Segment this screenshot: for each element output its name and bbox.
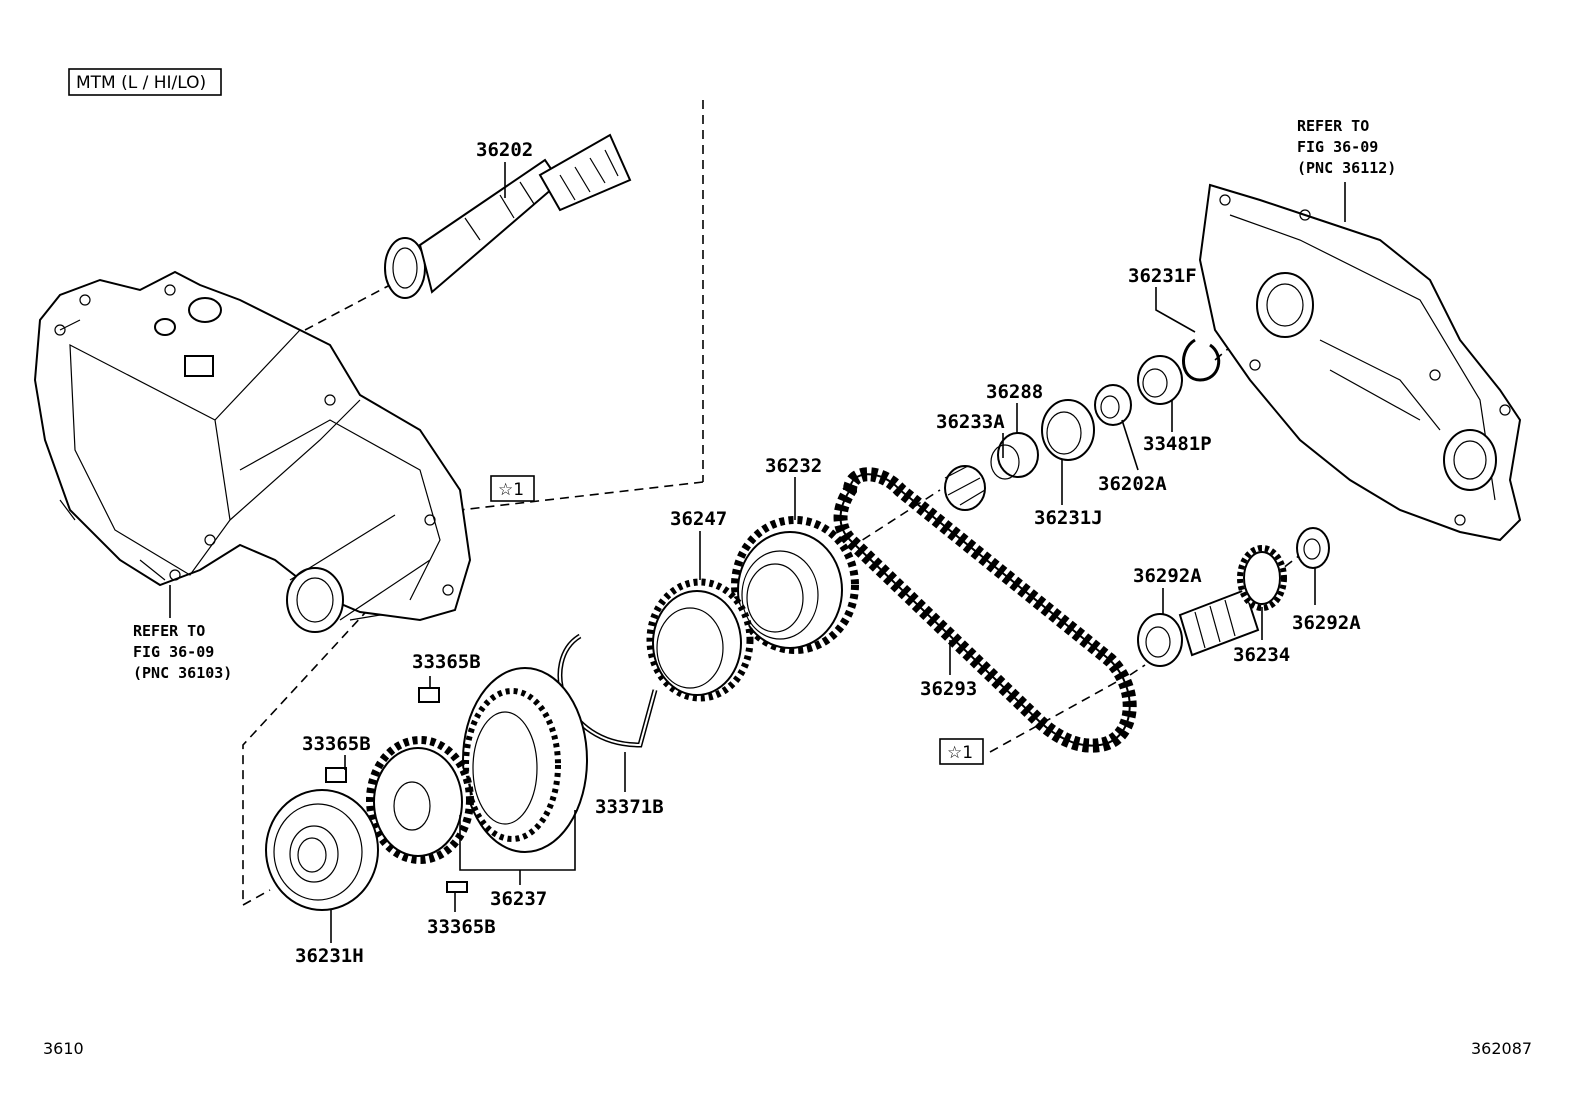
label-36233A: 36233A [936,411,1005,433]
label-36231H: 36231H [295,945,364,967]
snap-ring-36231F [1182,338,1221,382]
transfer-case-housing-right [1198,183,1522,542]
shifting-key-top [418,687,440,703]
bearing-36292A-right [1296,527,1330,569]
ref-left-line1: REFER TO [133,622,205,640]
label-36293: 36293 [920,678,977,700]
reference-note-right: REFER TO FIG 36-09 (PNC 36112) [1297,117,1396,177]
input-shaft [384,133,632,299]
needle-bearing-36233A [944,465,986,511]
ball-bearing-36231J [1041,399,1095,461]
ball-bearing-36231H [265,789,379,911]
star-mark-a-text: ☆1 [498,480,524,500]
variant-header: MTM (L / HI/LO) [68,68,222,96]
ref-left-line3: (PNC 36103) [133,664,232,682]
label-36232: 36232 [765,455,822,477]
label-36288: 36288 [986,381,1043,403]
drive-chain [833,467,1137,753]
label-36234: 36234 [1233,644,1290,666]
star-mark-b: ☆1 [939,738,984,765]
nut-36202A [1094,384,1132,426]
footer-left-code: 3610 [43,1039,84,1058]
star-mark-b-text: ☆1 [947,743,973,763]
label-33481P: 33481P [1143,433,1212,455]
clutch-hub [366,736,474,864]
shifting-key-left [325,767,347,783]
label-33365B-bottom: 33365B [427,916,496,938]
ref-right-line3: (PNC 36112) [1297,159,1396,177]
synchronizer-ring [646,578,754,702]
bushing-33481P [1137,355,1183,405]
label-36202: 36202 [476,139,533,161]
label-36247: 36247 [670,508,727,530]
label-36292A-right: 36292A [1292,612,1361,634]
label-33365B-top: 33365B [412,651,481,673]
star-mark-a: ☆1 [490,475,535,502]
label-36231J: 36231J [1034,507,1103,529]
variant-header-text: MTM (L / HI/LO) [76,73,206,93]
footer-right-code: 362087 [1471,1039,1532,1058]
label-36237: 36237 [490,888,547,910]
bearing-36292A-left [1137,613,1183,667]
label-36202A: 36202A [1098,473,1167,495]
ref-right-line2: FIG 36-09 [1297,138,1378,156]
label-36292A-top: 36292A [1133,565,1202,587]
drive-sprocket [731,516,859,654]
ref-right-line1: REFER TO [1297,117,1369,135]
shifting-key-bottom [446,881,468,893]
label-33371B: 33371B [595,796,664,818]
reference-note-left: REFER TO FIG 36-09 (PNC 36103) [133,622,232,682]
transfer-case-housing-left [33,270,472,633]
ref-left-line2: FIG 36-09 [133,643,214,661]
driven-shaft-36234 [1178,545,1287,657]
clutch-sleeve [462,667,588,853]
label-33365B-left: 33365B [302,733,371,755]
leader-lines [169,162,1346,943]
label-36231F: 36231F [1128,265,1197,287]
spacer-36288 [990,432,1039,480]
